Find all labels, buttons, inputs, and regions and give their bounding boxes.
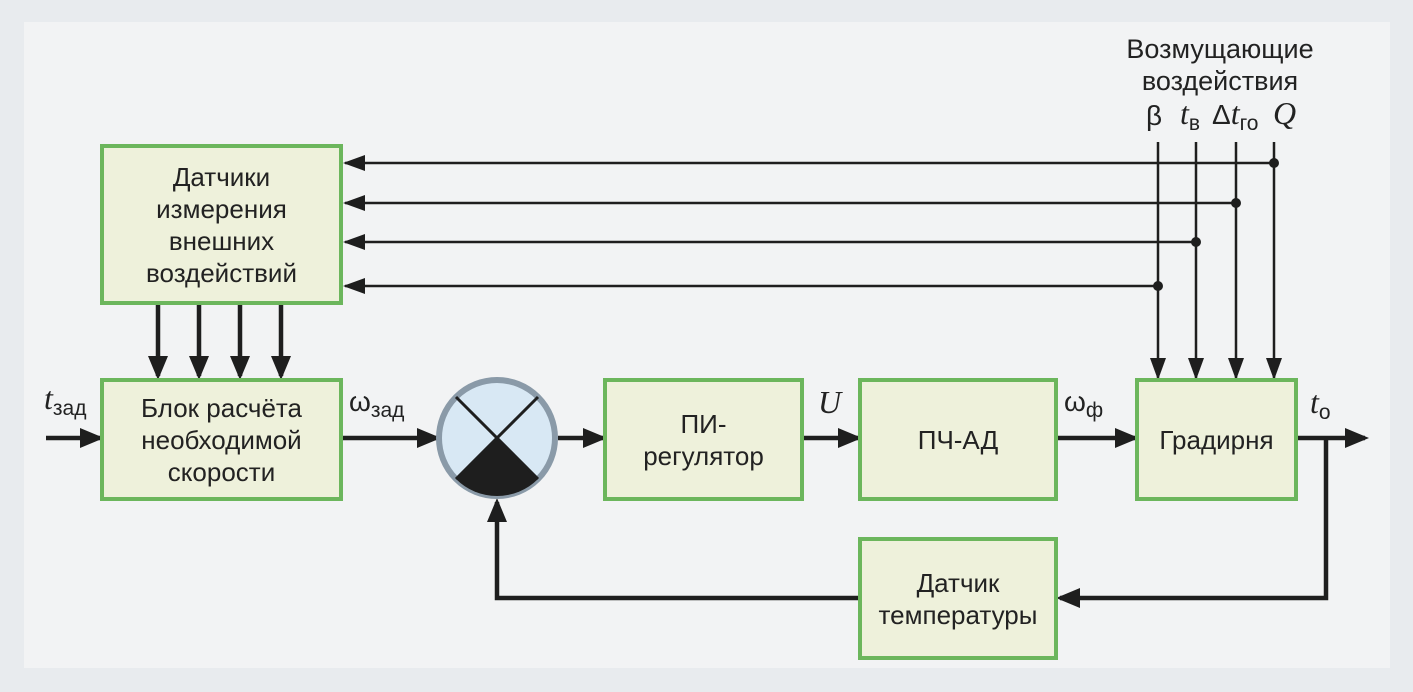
comparator-summing-junction bbox=[436, 377, 558, 499]
signal-t-set-label: tзад bbox=[44, 380, 87, 420]
pi-controller-block: ПИ- регулятор bbox=[603, 378, 804, 501]
signal-omega-f-label: ωф bbox=[1064, 386, 1104, 422]
disturbance-beta-label: β bbox=[1146, 100, 1163, 131]
pi-controller-block-label: ПИ- регулятор bbox=[643, 408, 764, 471]
wire-feedback-to-sensor bbox=[1056, 438, 1329, 608]
disturbances-title: Возмущающие воздействия bbox=[1126, 34, 1314, 96]
junction-tv bbox=[1191, 237, 1201, 247]
disturbance-dtgo-label: Δtго bbox=[1212, 95, 1259, 135]
disturbance-q-label: Q bbox=[1273, 95, 1297, 131]
signal-u-label: U bbox=[818, 384, 842, 420]
speed-calc-block-label: Блок расчёта необходимой скорости bbox=[140, 392, 302, 487]
cooling-tower-block-label: Градирня bbox=[1159, 424, 1274, 455]
inverter-motor-block: ПЧ-АД bbox=[858, 378, 1058, 501]
speed-calc-block: Блок расчёта необходимой скорости bbox=[100, 378, 343, 501]
cooling-tower-block: Градирня bbox=[1135, 378, 1298, 501]
signal-omega-set-label: ωзад bbox=[349, 386, 405, 422]
junction-dt bbox=[1231, 198, 1241, 208]
inverter-motor-block-label: ПЧ-АД bbox=[917, 424, 999, 455]
junction-beta bbox=[1153, 281, 1163, 291]
temperature-sensor-block: Датчик температуры bbox=[858, 537, 1058, 660]
sensors-block-label: Датчики измерения внешних воздействий bbox=[146, 161, 297, 288]
diagram-panel bbox=[24, 22, 1390, 668]
junction-q bbox=[1269, 158, 1279, 168]
wire-feedback-to-comparator bbox=[487, 498, 858, 601]
disturbance-tv-label: tв bbox=[1180, 95, 1201, 135]
temperature-sensor-block-label: Датчик температуры bbox=[878, 567, 1038, 630]
signal-t-out-label: tо bbox=[1310, 384, 1331, 424]
sensors-block: Датчики измерения внешних воздействий bbox=[100, 144, 343, 305]
